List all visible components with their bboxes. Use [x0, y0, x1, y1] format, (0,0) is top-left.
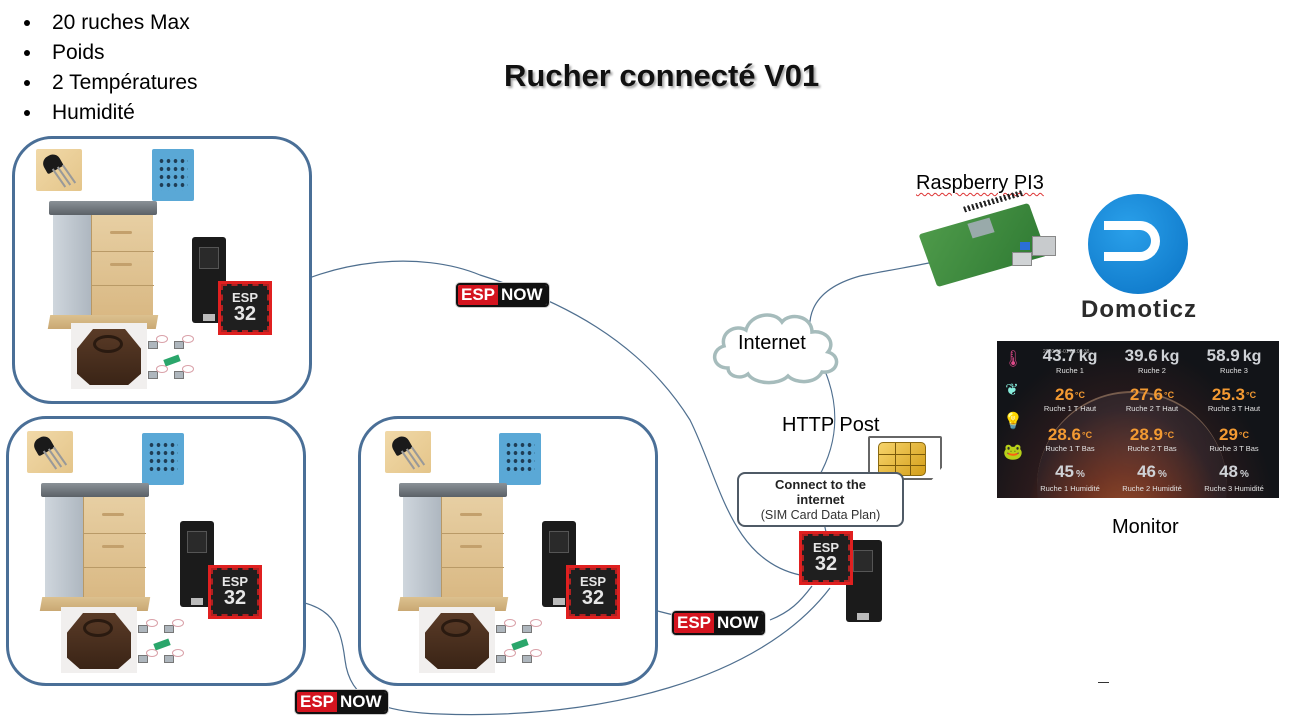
internet-label: Internet: [738, 332, 806, 354]
esp32-devboard-icon: [542, 521, 576, 607]
page-title: Rucher connecté V01: [504, 58, 820, 93]
humidity-sensor-icon: [152, 149, 194, 201]
raspberry-label: Raspberry PI3: [916, 172, 1044, 194]
feature-item: 20 ruches Max: [20, 8, 198, 38]
load-cells-icon: [494, 619, 546, 671]
monitor-cell-humidity-2: 46%Ruche 2 Humidité: [1122, 462, 1182, 494]
feature-item: Humidité: [20, 98, 198, 128]
lightbulb-icon: 💡: [1003, 413, 1023, 430]
humidity-sensor-icon: [499, 433, 541, 485]
link-espnow-gateway: [769, 585, 813, 621]
sim-card-icon: [868, 436, 942, 480]
thermometer-icon: 🌡: [1003, 351, 1024, 368]
scale-weight-icon: [71, 323, 147, 389]
monitor-label: Monitor: [1112, 516, 1179, 538]
scale-weight-icon: [61, 607, 137, 673]
monitor-cell-humidity-3: 48%Ruche 3 Humidité: [1204, 462, 1264, 494]
beehive-icon: [397, 483, 509, 613]
temperature-sensor-icon: [36, 149, 82, 191]
feature-list: 20 ruches Max Poids 2 Températures Humid…: [20, 8, 198, 128]
http-post-label: HTTP Post: [782, 414, 880, 436]
divider: [1098, 682, 1109, 683]
frog-icon: 🐸: [1003, 444, 1023, 461]
bullet-icon: [24, 110, 30, 116]
monitor-cell-humidity-1: 45%Ruche 1 Humidité: [1040, 462, 1100, 494]
scale-weight-icon: [419, 607, 495, 673]
feature-item: Poids: [20, 38, 198, 68]
domoticz-logo: Domoticz: [1072, 188, 1206, 332]
monitor-timestamp: 2020-12-01 08:08:38: [1043, 349, 1090, 355]
beehive-icon: [39, 483, 151, 613]
connect-internet-box: Connect to the internet (SIM Card Data P…: [737, 472, 904, 527]
leaf-icon: ❦: [1005, 382, 1019, 399]
humidity-sensor-icon: [142, 433, 184, 485]
bullet-icon: [24, 50, 30, 56]
temperature-sensor-icon: [27, 431, 73, 473]
bullet-icon: [24, 20, 30, 26]
temperature-sensor-icon: [385, 431, 431, 473]
bullet-icon: [24, 80, 30, 86]
beehive-icon: [47, 201, 159, 331]
raspberry-pi-icon: [918, 189, 1064, 290]
internet-cloud-icon: [713, 313, 839, 385]
load-cells-icon: [146, 335, 198, 387]
load-cells-icon: [136, 619, 188, 671]
feature-item: 2 Températures: [20, 68, 198, 98]
